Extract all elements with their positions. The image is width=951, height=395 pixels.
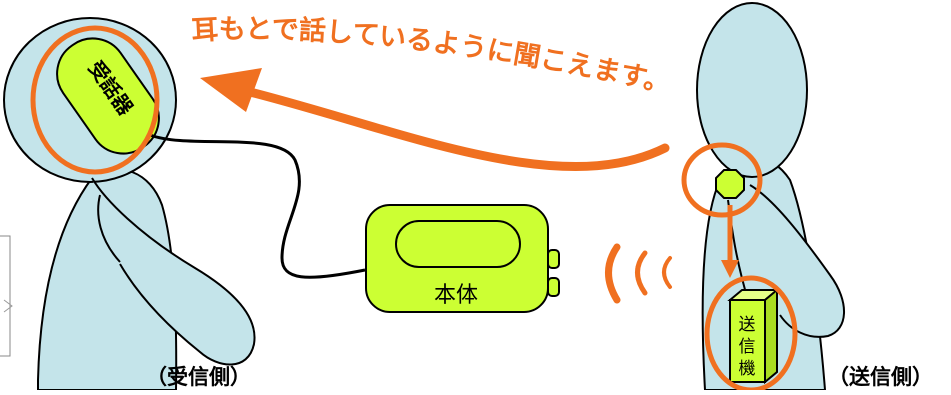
receiver-cable — [149, 133, 366, 279]
receiver-arm-inner — [97, 194, 121, 263]
headline-text: 耳もとで話しているように聞こえます。 — [191, 14, 674, 100]
radio-waves — [605, 243, 672, 304]
transmitter-side — [764, 287, 778, 385]
frame-fragment — [0, 235, 11, 357]
microphone-octagon — [715, 169, 745, 199]
main-unit-display — [395, 220, 521, 268]
main-unit-label: 本体 — [434, 283, 478, 308]
frame-fragment-mark — [3, 299, 13, 313]
radio-wave-1 — [605, 243, 621, 304]
sound-path-arrowhead — [200, 68, 262, 112]
main-unit — [365, 204, 560, 313]
main-unit-jack-bottom — [547, 277, 560, 297]
radio-wave-2 — [635, 250, 648, 296]
receiver-side-caption: （受信側） — [146, 365, 251, 389]
sound-path-arrow — [245, 87, 670, 171]
microphone-highlight-circle — [681, 142, 763, 218]
sender-arm — [749, 184, 845, 338]
sender-side-caption: （送信側） — [828, 365, 933, 389]
transmitter-label-char-1: 送 — [739, 315, 756, 335]
radio-wave-3 — [662, 256, 672, 289]
transmitter-label-char-2: 信 — [739, 337, 756, 357]
receiver-arm — [91, 177, 256, 366]
transmitter-label-char-3: 機 — [739, 359, 756, 379]
transmitter — [727, 287, 780, 385]
ear-highlight-circle — [30, 25, 160, 175]
sender-head — [696, 2, 808, 178]
transmitter-front — [729, 299, 766, 383]
main-unit-jack-top — [547, 249, 560, 269]
signal-down-arrow-head — [721, 260, 739, 278]
